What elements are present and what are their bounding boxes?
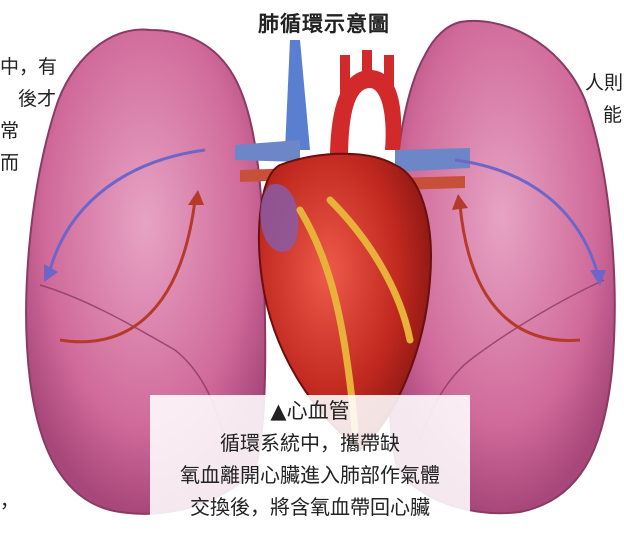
side-text-left-line-5: ， <box>0 486 19 517</box>
superior-vena-cava <box>285 40 310 150</box>
aortic-branch-1 <box>340 55 350 95</box>
caption: ▲心血管 循環系統中，攜帶缺 氧血離開心臟進入肺部作氣體 交換後，將含氧血帶回心… <box>150 395 470 535</box>
caption-line-2: 氧血離開心臟進入肺部作氣體 <box>150 459 470 491</box>
caption-heading: ▲心血管 <box>150 395 470 427</box>
aortic-branch-3 <box>384 55 394 95</box>
aortic-branch-2 <box>362 50 372 85</box>
illustration-title: 肺循環示意圖 <box>246 8 402 38</box>
side-text-left-line-4: 而 <box>0 148 19 179</box>
caption-line-3: 交換後，將含氧血帶回心臟 <box>150 491 470 523</box>
side-text-left-line-1: 中，有 <box>0 52 57 83</box>
side-text-left-line-3: 常 <box>0 116 19 147</box>
caption-line-1: 循環系統中，攜帶缺 <box>150 427 470 459</box>
side-text-right-line-1: 人則 <box>585 68 623 99</box>
side-text-left-line-2: 後才 <box>18 84 56 115</box>
side-text-right-line-2: 能 <box>603 100 622 131</box>
